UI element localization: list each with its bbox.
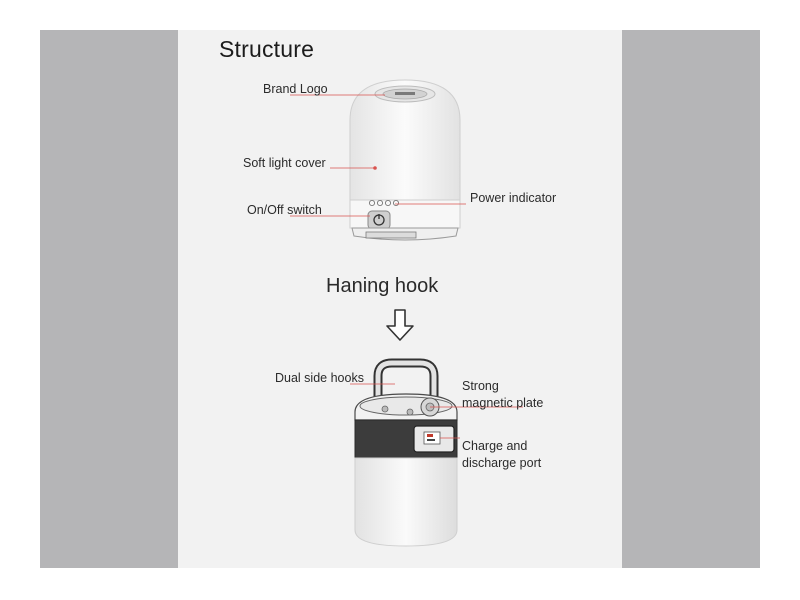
power-button-icon (367, 210, 391, 230)
brand-logo-mark (395, 92, 415, 95)
label-charge-line1: Charge and (462, 439, 528, 453)
down-arrow-icon (386, 309, 414, 341)
label-brand-logo: Brand Logo (263, 82, 328, 96)
leader-end-dots (373, 166, 377, 170)
lantern-bottom (354, 358, 458, 547)
label-dual-side-hooks: Dual side hooks (275, 371, 364, 385)
label-on-off-switch: On/Off switch (247, 203, 322, 217)
lantern-top (349, 79, 461, 241)
label-magnetic-line1: Strong (462, 379, 499, 393)
label-magnetic-line2: magnetic plate (462, 396, 544, 410)
section-heading: Haning hook (326, 275, 439, 297)
left-frame-band (40, 30, 178, 568)
power-indicator-dot-3 (384, 199, 392, 207)
label-soft-light-cover: Soft light cover (243, 156, 326, 170)
page-title: Structure (219, 36, 315, 62)
right-frame-band (622, 30, 760, 568)
leader-lines (290, 94, 523, 439)
power-indicator-dot-4 (392, 199, 400, 207)
power-indicator-dot-1 (368, 199, 376, 207)
label-charge-line2: discharge port (462, 456, 542, 470)
label-power-indicator: Power indicator (470, 191, 557, 205)
leader-dot-soft-light-cover (373, 166, 377, 170)
power-indicator-dot-2 (376, 199, 384, 207)
